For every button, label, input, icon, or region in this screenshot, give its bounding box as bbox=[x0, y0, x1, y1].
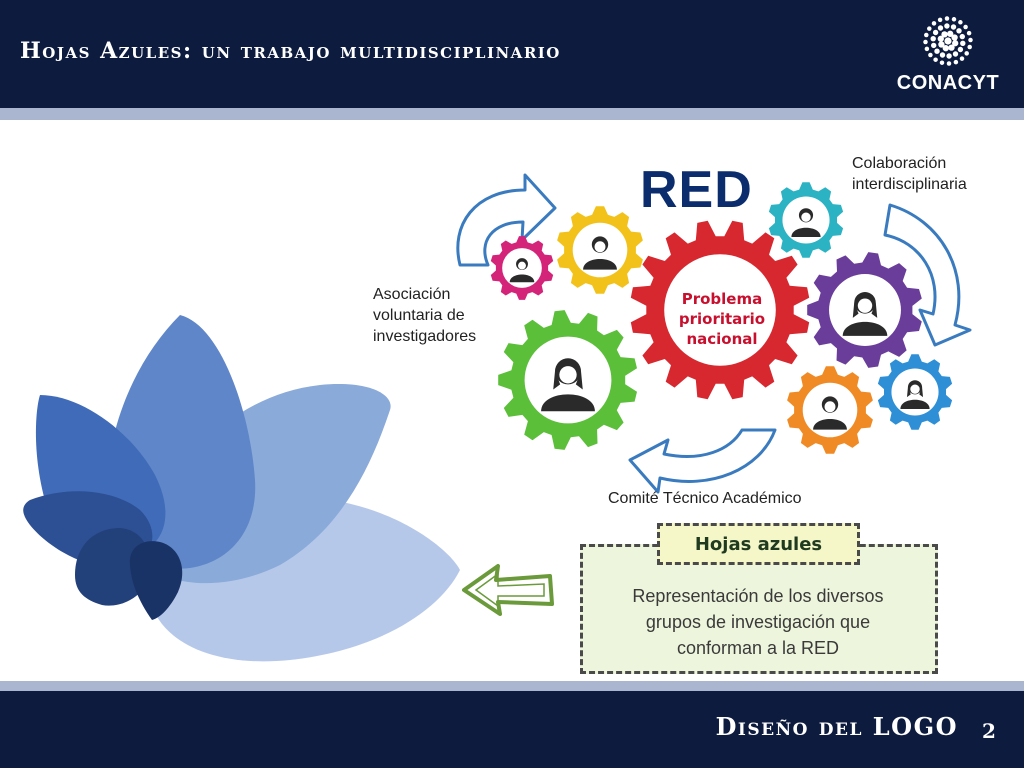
gear-magenta bbox=[490, 236, 554, 300]
leaf-navy bbox=[129, 541, 183, 620]
gear-orange bbox=[787, 366, 873, 454]
center-gear-line-2: prioritario bbox=[678, 310, 766, 328]
committee-label: Comité Técnico Académico bbox=[608, 490, 802, 507]
callout-label-box bbox=[657, 523, 860, 565]
conacyt-dots-icon bbox=[923, 16, 973, 66]
center-gear-line-3: nacional bbox=[686, 330, 758, 348]
callout-text: Representación de los diversos grupos de… bbox=[590, 583, 926, 661]
callout-text-line-2: grupos de investigación que bbox=[645, 612, 871, 632]
association-label-line-3: investigadores bbox=[373, 328, 477, 345]
callout-text-line-1: Representación de los diversos bbox=[632, 586, 884, 606]
blue-leaves-illustration bbox=[23, 315, 460, 662]
collaboration-label: Colaboración interdisciplinaria bbox=[852, 153, 1012, 195]
slide-title: Hojas Azules: un trabajo multidisciplina… bbox=[20, 38, 561, 64]
collaboration-label-line-2: interdisciplinaria bbox=[852, 176, 967, 193]
green-arrow-icon bbox=[462, 564, 554, 616]
gear-teal bbox=[768, 182, 844, 258]
header-bar bbox=[0, 0, 1024, 108]
leaf-darker bbox=[75, 528, 151, 606]
conacyt-logo: CONACYT bbox=[893, 14, 1003, 102]
gear-purple bbox=[807, 252, 922, 368]
logo-text: CONACYT bbox=[896, 72, 1000, 94]
callout-label: Hojas azules bbox=[694, 534, 823, 555]
callout-text-line-3: conforman a la RED bbox=[676, 638, 840, 658]
collaboration-label-line-1: Colaboración bbox=[852, 155, 947, 172]
association-label-line-1: Asociación bbox=[373, 286, 451, 303]
arrow-bottom bbox=[628, 428, 777, 494]
arrow-top-left bbox=[456, 173, 557, 267]
center-gear-line-1: Problema bbox=[681, 290, 763, 308]
gear-green bbox=[498, 310, 637, 450]
footer-bar bbox=[0, 691, 1024, 768]
network-title: RED bbox=[640, 161, 753, 219]
gears-network-diagram bbox=[456, 173, 972, 494]
section-title: Diseño del LOGO bbox=[715, 712, 958, 741]
gear-red bbox=[630, 220, 810, 400]
gear-blue bbox=[877, 354, 953, 430]
arrow-right bbox=[883, 203, 972, 347]
center-gear-label: Problema prioritario nacional bbox=[657, 289, 787, 349]
association-label-line-2: voluntaria de bbox=[373, 307, 465, 324]
association-label: Asociación voluntaria de investigadores bbox=[373, 284, 513, 347]
gear-yellow bbox=[557, 206, 643, 294]
header-strip bbox=[0, 108, 1024, 120]
page-number: 2 bbox=[982, 719, 996, 743]
footer-strip bbox=[0, 681, 1024, 691]
